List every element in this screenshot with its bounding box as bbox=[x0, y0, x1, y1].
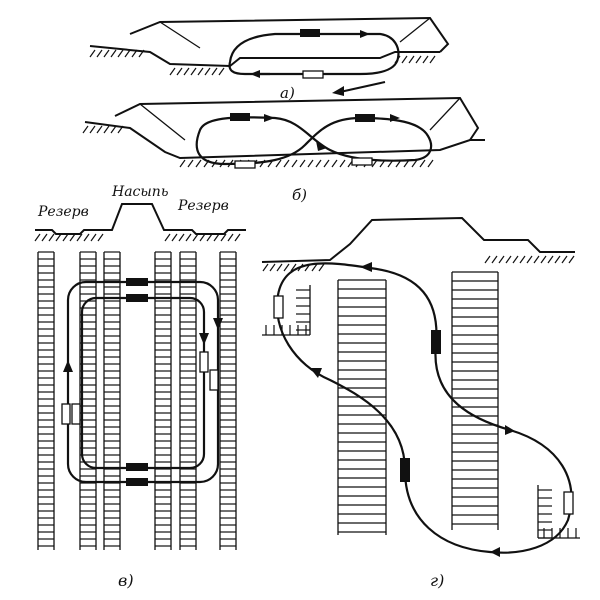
scheme-a-ground-hatch bbox=[89, 49, 436, 76]
direction-arrow-icon bbox=[250, 70, 260, 78]
scheme-label-b: б) bbox=[292, 186, 307, 204]
scheme-v-longitudinal: Резерв Насыпь Резерв в) bbox=[34, 184, 246, 590]
scheme-v-inner-path bbox=[80, 296, 206, 470]
scheme-a-ground bbox=[89, 45, 440, 68]
reserve-label-right: Резерв bbox=[177, 198, 229, 214]
direction-arrow-icon bbox=[264, 114, 275, 122]
scheme-a-elliptical: а) bbox=[89, 16, 450, 102]
scheme-label-a: а) bbox=[280, 84, 295, 102]
scheme-g-zigzag: г) bbox=[261, 216, 580, 590]
embankment-label: Насыпь bbox=[111, 184, 168, 200]
scheme-label-v: в) bbox=[118, 571, 134, 590]
direction-arrow-icon bbox=[490, 547, 500, 557]
loaded-scraper bbox=[126, 478, 148, 486]
empty-scraper bbox=[61, 403, 71, 425]
direction-arrow-icon bbox=[360, 30, 370, 38]
loaded-scraper bbox=[300, 29, 320, 37]
loaded-scraper bbox=[126, 278, 148, 286]
empty-scraper bbox=[563, 491, 574, 515]
direction-arrow-icon bbox=[199, 333, 209, 345]
scheme-g-haul-path bbox=[275, 262, 573, 554]
direction-arrow-icon bbox=[310, 368, 322, 378]
scheme-g-cross-section bbox=[261, 216, 575, 263]
loaded-scraper bbox=[126, 294, 148, 302]
loaded-scraper bbox=[400, 458, 410, 482]
loaded-scraper bbox=[355, 114, 375, 122]
scheme-b-haul-path bbox=[195, 116, 433, 166]
direction-arrow-icon bbox=[213, 318, 223, 330]
loaded-scraper bbox=[431, 330, 441, 354]
direction-arrow-icon bbox=[360, 262, 372, 272]
scheme-label-g: г) bbox=[430, 571, 444, 590]
loaded-scraper bbox=[230, 113, 250, 121]
travel-direction-arrow-icon bbox=[332, 86, 344, 96]
scheme-v-section-hatch bbox=[34, 233, 241, 242]
scheme-v-cut-strips bbox=[37, 251, 237, 550]
scheme-g-cut-strips bbox=[337, 271, 499, 535]
empty-scraper bbox=[302, 70, 324, 79]
reserve-label-left: Резерв bbox=[37, 204, 89, 220]
scheme-v-cross-section bbox=[35, 203, 246, 235]
empty-scraper bbox=[351, 157, 373, 166]
scheme-b-ground bbox=[84, 121, 485, 160]
empty-scraper bbox=[234, 160, 256, 169]
empty-scraper bbox=[273, 295, 284, 319]
direction-arrow-icon bbox=[63, 360, 73, 372]
scheme-b-figure-eight: б) bbox=[82, 96, 485, 204]
empty-scraper bbox=[199, 351, 209, 373]
direction-arrow-icon bbox=[316, 141, 327, 151]
scheme-b-embankment bbox=[114, 96, 480, 141]
loaded-scraper bbox=[126, 463, 148, 471]
scheme-a-haul-path bbox=[228, 32, 400, 76]
empty-scraper bbox=[71, 403, 81, 425]
direction-arrow-icon bbox=[505, 425, 515, 435]
empty-scraper bbox=[209, 369, 219, 391]
direction-arrow-icon bbox=[390, 114, 400, 122]
